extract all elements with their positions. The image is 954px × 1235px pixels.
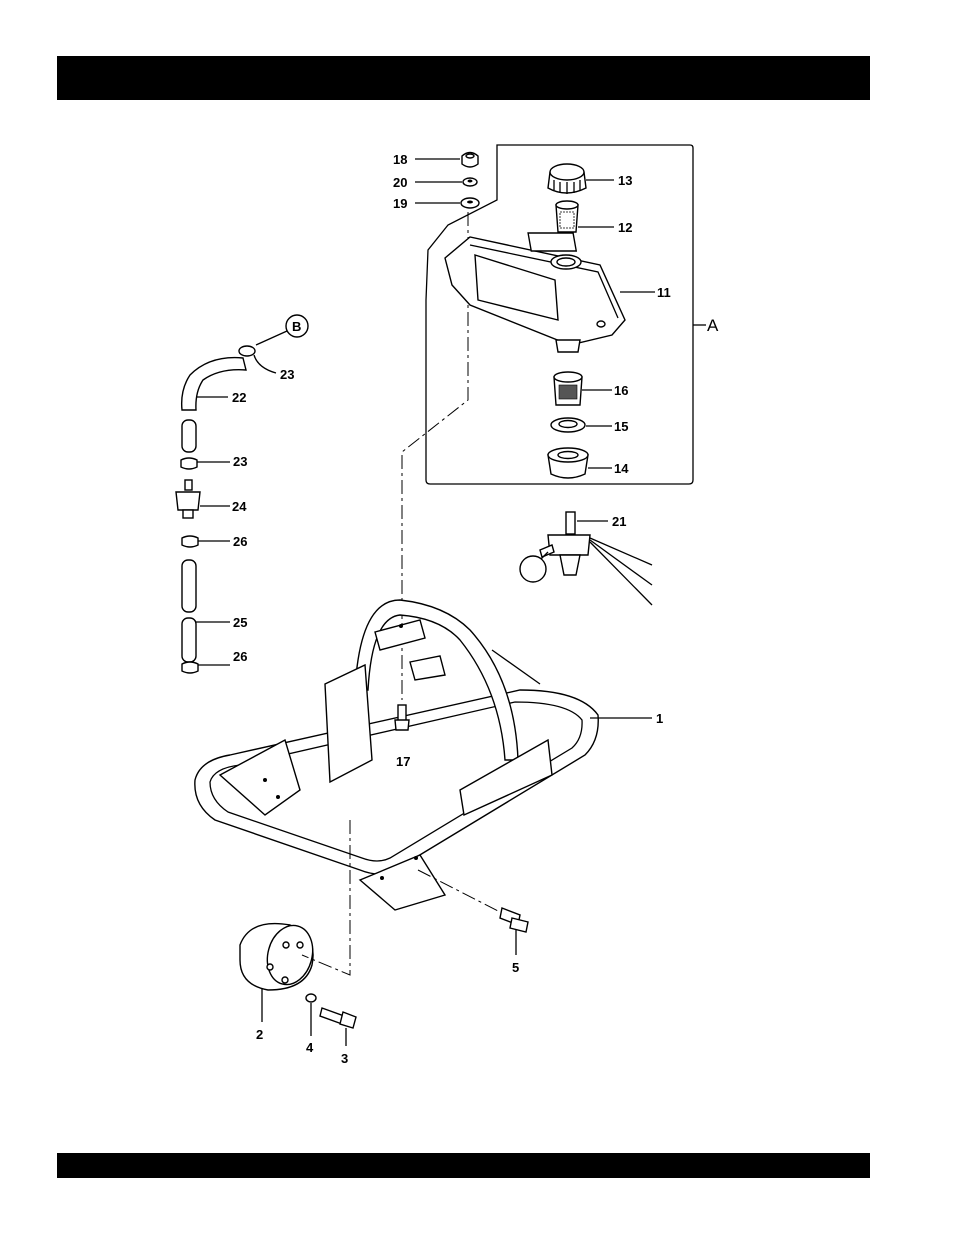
callout-22: 22 [232, 390, 246, 405]
fuel-hose-25-part [182, 560, 230, 662]
hose-clamp-26-lower-part [182, 662, 230, 673]
callout-20: 20 [393, 175, 407, 190]
washer-20-part [415, 178, 477, 186]
inline-fuel-filter-part [176, 480, 230, 518]
fuel-cap-part [548, 164, 614, 194]
filter-cup-part [548, 448, 612, 478]
fuel-strainer-part [556, 201, 614, 232]
callout-24: 24 [232, 499, 247, 514]
callout-3: 3 [341, 1051, 348, 1066]
callout-17: 17 [396, 754, 410, 769]
callout-19: 19 [393, 196, 407, 211]
callout-16: 16 [614, 383, 628, 398]
callout-26-lower: 26 [233, 649, 247, 664]
callout-23-upper: 23 [280, 367, 294, 382]
lock-washer-part [306, 994, 316, 1036]
fuel-hose-short-part [182, 420, 196, 452]
frame-part [195, 600, 652, 910]
callout-a: A [707, 316, 719, 335]
callout-1: 1 [656, 711, 663, 726]
hose-clamp-26-upper-part [182, 536, 230, 547]
callout-5: 5 [512, 960, 519, 975]
callout-21: 21 [612, 514, 626, 529]
callout-14: 14 [614, 461, 629, 476]
callout-4: 4 [306, 1040, 314, 1055]
callout-2: 2 [256, 1027, 263, 1042]
callout-15: 15 [614, 419, 628, 434]
bolt-3-part [320, 1008, 356, 1046]
hose-clamp-lower-part [181, 458, 230, 469]
sediment-filter-part [554, 372, 612, 405]
callout-26-upper: 26 [233, 534, 247, 549]
cap-nut-part [415, 153, 478, 168]
gasket-part [551, 418, 612, 432]
callout-18: 18 [393, 152, 407, 167]
callout-12: 12 [618, 220, 632, 235]
callout-13: 13 [618, 173, 632, 188]
fuel-tank-part [445, 233, 655, 352]
callout-11: 11 [657, 285, 671, 300]
callout-25: 25 [233, 615, 247, 630]
washer-19-part [415, 198, 479, 208]
callout-b: B [292, 319, 301, 334]
fuel-cock-part [520, 512, 652, 605]
callout-23-lower: 23 [233, 454, 247, 469]
